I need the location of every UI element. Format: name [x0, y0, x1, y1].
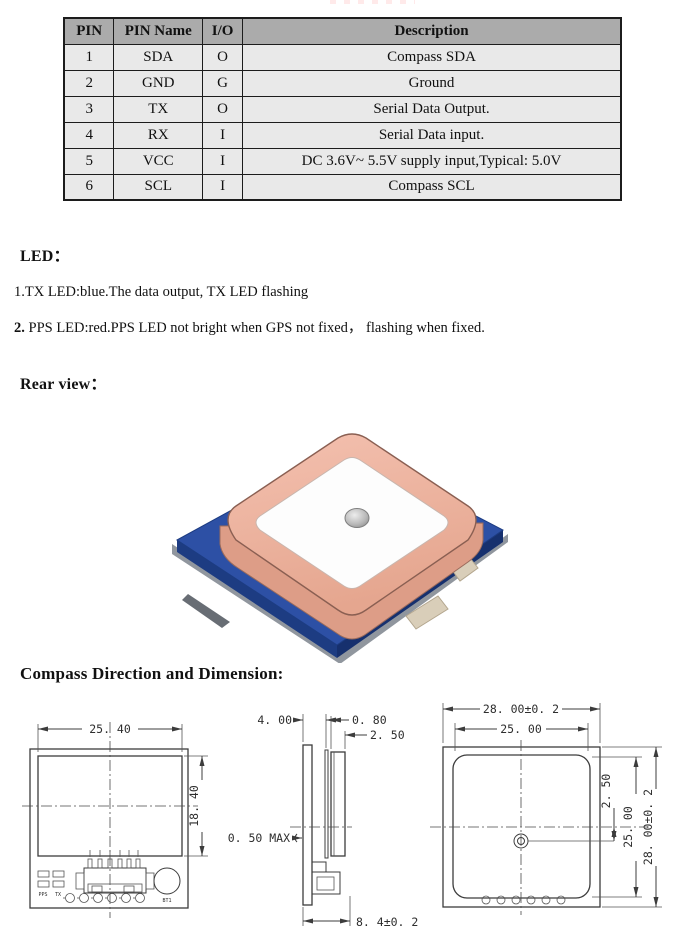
front-tx-label: TX [55, 892, 61, 898]
cell-pin-name: GND [113, 69, 204, 97]
cell-pin-name: RX [113, 121, 204, 149]
pin-table: PIN PIN Name I/O Description 1 SDA O Com… [63, 17, 622, 201]
table-row: 4 RX I Serial Data input. [63, 121, 622, 149]
front-battery-label: BT1 [162, 898, 171, 904]
rear-dim-feed: 2. 50 [599, 774, 613, 809]
table-row: 3 TX O Serial Data Output. [63, 95, 622, 123]
front-pps-label: PPS [38, 892, 47, 898]
front-battery-circle [153, 867, 181, 895]
rear-antenna-outline [452, 754, 591, 899]
front-width-dim: 25. 40 [89, 722, 131, 736]
table-row: 2 GND G Ground [63, 69, 622, 97]
table-row: 1 SDA O Compass SDA [63, 43, 622, 71]
rear-view-heading: Rear view： [20, 376, 107, 393]
rear-pin-holes [481, 895, 566, 905]
dimension-drawings: 25. 40 18. 40 PPS TX [22, 702, 662, 929]
rear-dim-inner-width: 25. 00 [500, 722, 542, 736]
side-view-drawing: 4. 00 0. 80 2. 50 0. 50 MAX 8. 4±0. 2 [228, 713, 419, 929]
front-hole-row [63, 893, 145, 903]
table-row: 5 VCC I DC 3.6V~ 5.5V supply input,Typic… [63, 147, 622, 175]
rear-feed-inner [517, 837, 525, 845]
col-header-io: I/O [202, 17, 244, 45]
front-view-drawing: 25. 40 18. 40 PPS TX [22, 722, 208, 918]
rear-dim-drawing: 2. 50 28. 00±0. 2 25. 00 25. 00 28. [430, 702, 662, 915]
front-led-pads [37, 870, 65, 888]
side-dim-total: 4. 00 [257, 713, 292, 727]
side-dim-pcb: 0. 50 MAX [228, 831, 290, 845]
rear-dim-outer-height: 28. 00±0. 2 [641, 789, 655, 865]
led-note-1: 1.TX LED:blue.The data output, TX LED fl… [14, 284, 309, 300]
col-header-description: Description [242, 17, 622, 45]
col-header-pin: PIN [63, 17, 115, 45]
side-dim-patch: 2. 50 [370, 728, 405, 742]
cell-pin: 3 [63, 95, 115, 123]
cell-pin: 1 [63, 43, 115, 71]
cell-description: Ground [242, 69, 622, 97]
cell-pin-name: SDA [113, 43, 204, 71]
cell-description: Serial Data Output. [242, 95, 622, 123]
cell-pin-name: SCL [113, 173, 204, 201]
cell-description: Compass SDA [242, 43, 622, 71]
dimension-section-heading: Compass Direction and Dimension: [20, 664, 284, 683]
pin-table-header-row: PIN PIN Name I/O Description [63, 17, 622, 45]
cell-description: Serial Data input. [242, 121, 622, 149]
led-note-2: 2. PPS LED:red.PPS LED not bright when G… [14, 316, 485, 337]
front-height-dim: 18. 40 [187, 785, 201, 827]
side-standoff [324, 749, 329, 859]
cell-pin-name: VCC [113, 147, 204, 175]
cell-description: Compass SCL [242, 173, 622, 201]
side-antenna [330, 751, 346, 857]
pcb-side-left [177, 540, 337, 658]
rear-dim-outer-width: 28. 00±0. 2 [483, 702, 559, 716]
col-header-pin-name: PIN Name [113, 17, 204, 45]
cell-pin: 4 [63, 121, 115, 149]
rear-pcb-outline [442, 746, 601, 908]
cell-description: DC 3.6V~ 5.5V supply input,Typical: 5.0V [242, 147, 622, 175]
cell-pin-name: TX [113, 95, 204, 123]
cell-io: I [202, 173, 244, 201]
side-dim-gap: 0. 80 [352, 713, 387, 727]
pcb-edge-component [182, 594, 230, 628]
front-connector [75, 850, 155, 894]
antenna-feed-dot [344, 508, 370, 528]
cell-io: I [202, 147, 244, 175]
led-note-2-text: PPS LED:red.PPS LED not bright when GPS … [24, 320, 485, 336]
front-pcb-outline [29, 748, 189, 909]
cropped-text-artifact [330, 0, 415, 4]
cell-io: G [202, 69, 244, 97]
cell-io: O [202, 95, 244, 123]
rear-dim-inner-height: 25. 00 [621, 806, 635, 848]
front-connector-pins [87, 850, 141, 869]
side-dim-overall: 8. 4±0. 2 [356, 915, 418, 929]
table-row: 6 SCL I Compass SCL [63, 173, 622, 201]
gps-module-photo [172, 433, 508, 663]
cell-io: O [202, 43, 244, 71]
cell-pin: 5 [63, 147, 115, 175]
led-section-heading: LED： [20, 248, 70, 265]
cell-pin: 6 [63, 173, 115, 201]
side-pcb [302, 744, 313, 906]
cell-pin: 2 [63, 69, 115, 97]
side-connector [311, 861, 341, 895]
cell-io: I [202, 121, 244, 149]
smd-connector-block [405, 595, 449, 630]
led-note-2-number: 2. [14, 320, 25, 336]
